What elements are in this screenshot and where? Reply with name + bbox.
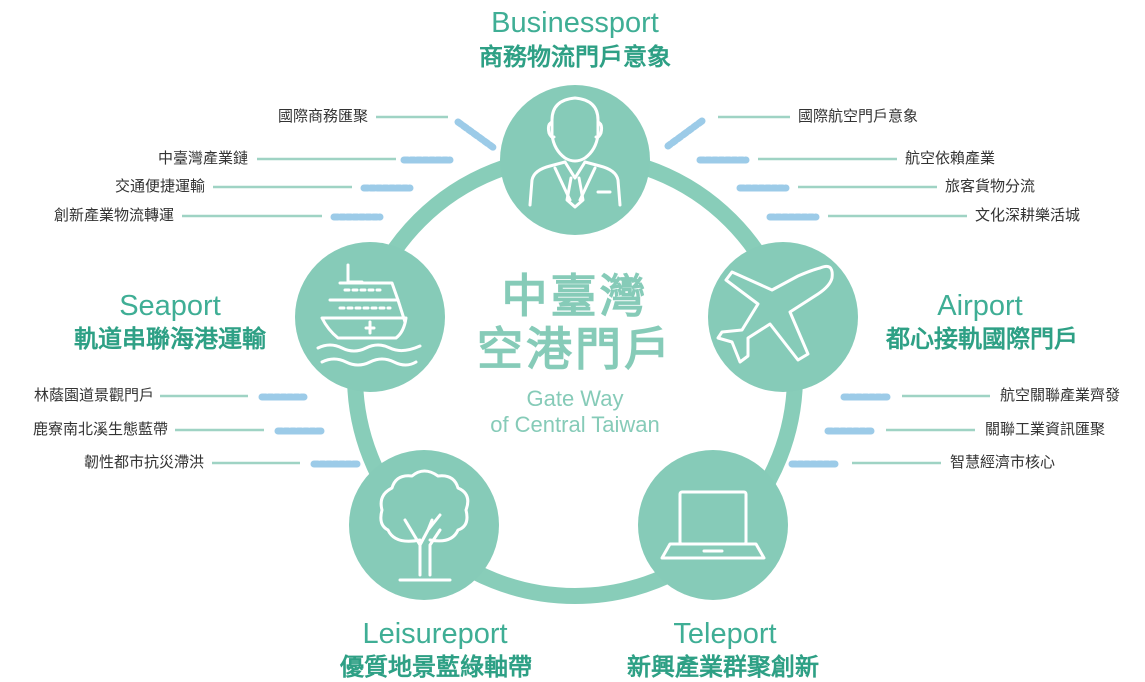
center-subtitle-line2: of Central Taiwan — [490, 412, 660, 437]
businessport-feature-right-3: 旅客貨物分流 — [945, 177, 1036, 195]
leisureport-node — [349, 450, 499, 600]
businessport-node — [500, 85, 650, 235]
businessport-feature-left-2: 中臺灣產業鏈 — [157, 149, 248, 167]
businessport-feature-right-2: 航空依賴產業 — [905, 149, 996, 167]
businessport-title: Businessport — [491, 7, 659, 39]
businessport-feature-left-1: 國際商務匯聚 — [277, 107, 368, 125]
leisureport-subtitle: 優質地景藍綠軸帶 — [340, 653, 532, 681]
businessport-left-connectors — [182, 115, 498, 221]
seaport-feature-3: 韌性都市抗災滯洪 — [83, 453, 204, 471]
businessman-icon — [528, 96, 622, 209]
airport-feature-2: 關聯工業資訊匯聚 — [985, 420, 1106, 438]
seaport-connectors — [160, 393, 362, 468]
leisureport-title: Leisureport — [362, 618, 508, 650]
airport-connectors — [788, 393, 990, 468]
seaport-title: Seaport — [119, 290, 221, 322]
airport-feature-1: 航空關聯產業齊發 — [1000, 386, 1121, 404]
tree-icon — [379, 469, 470, 582]
center-title-line2: 空港門戶 — [477, 322, 673, 376]
center-subtitle-line1: Gate Way — [526, 386, 624, 411]
businessport-feature-left-4: 創新產業物流轉運 — [53, 206, 174, 224]
businessport-feature-right-4: 文化深耕樂活城 — [975, 206, 1081, 224]
businessport-feature-right-1: 國際航空門戶意象 — [798, 107, 919, 125]
seaport-subtitle: 軌道串聯海港運輸 — [74, 325, 266, 353]
airport-feature-3: 智慧經濟市核心 — [950, 453, 1056, 471]
teleport-node — [638, 450, 788, 600]
center-title-line1: 中臺灣 — [501, 269, 649, 323]
ship-icon — [316, 263, 422, 367]
airplane-icon — [716, 264, 834, 364]
seaport-feature-2: 鹿寮南北溪生態藍帶 — [32, 420, 168, 438]
teleport-title: Teleport — [673, 618, 777, 650]
airport-title: Airport — [937, 290, 1023, 322]
businessport-right-connectors — [664, 115, 967, 221]
teleport-subtitle: 新興產業群聚創新 — [627, 653, 819, 681]
seaport-feature-1: 林蔭園道景觀門戶 — [33, 386, 154, 404]
seaport-node — [295, 242, 445, 392]
businessport-feature-left-3: 交通便捷運輸 — [114, 177, 205, 195]
airport-subtitle: 都心接軌國際門戶 — [886, 325, 1078, 353]
businessport-subtitle: 商務物流門戶意象 — [479, 43, 671, 71]
laptop-icon — [660, 490, 766, 560]
airport-node — [708, 242, 858, 392]
